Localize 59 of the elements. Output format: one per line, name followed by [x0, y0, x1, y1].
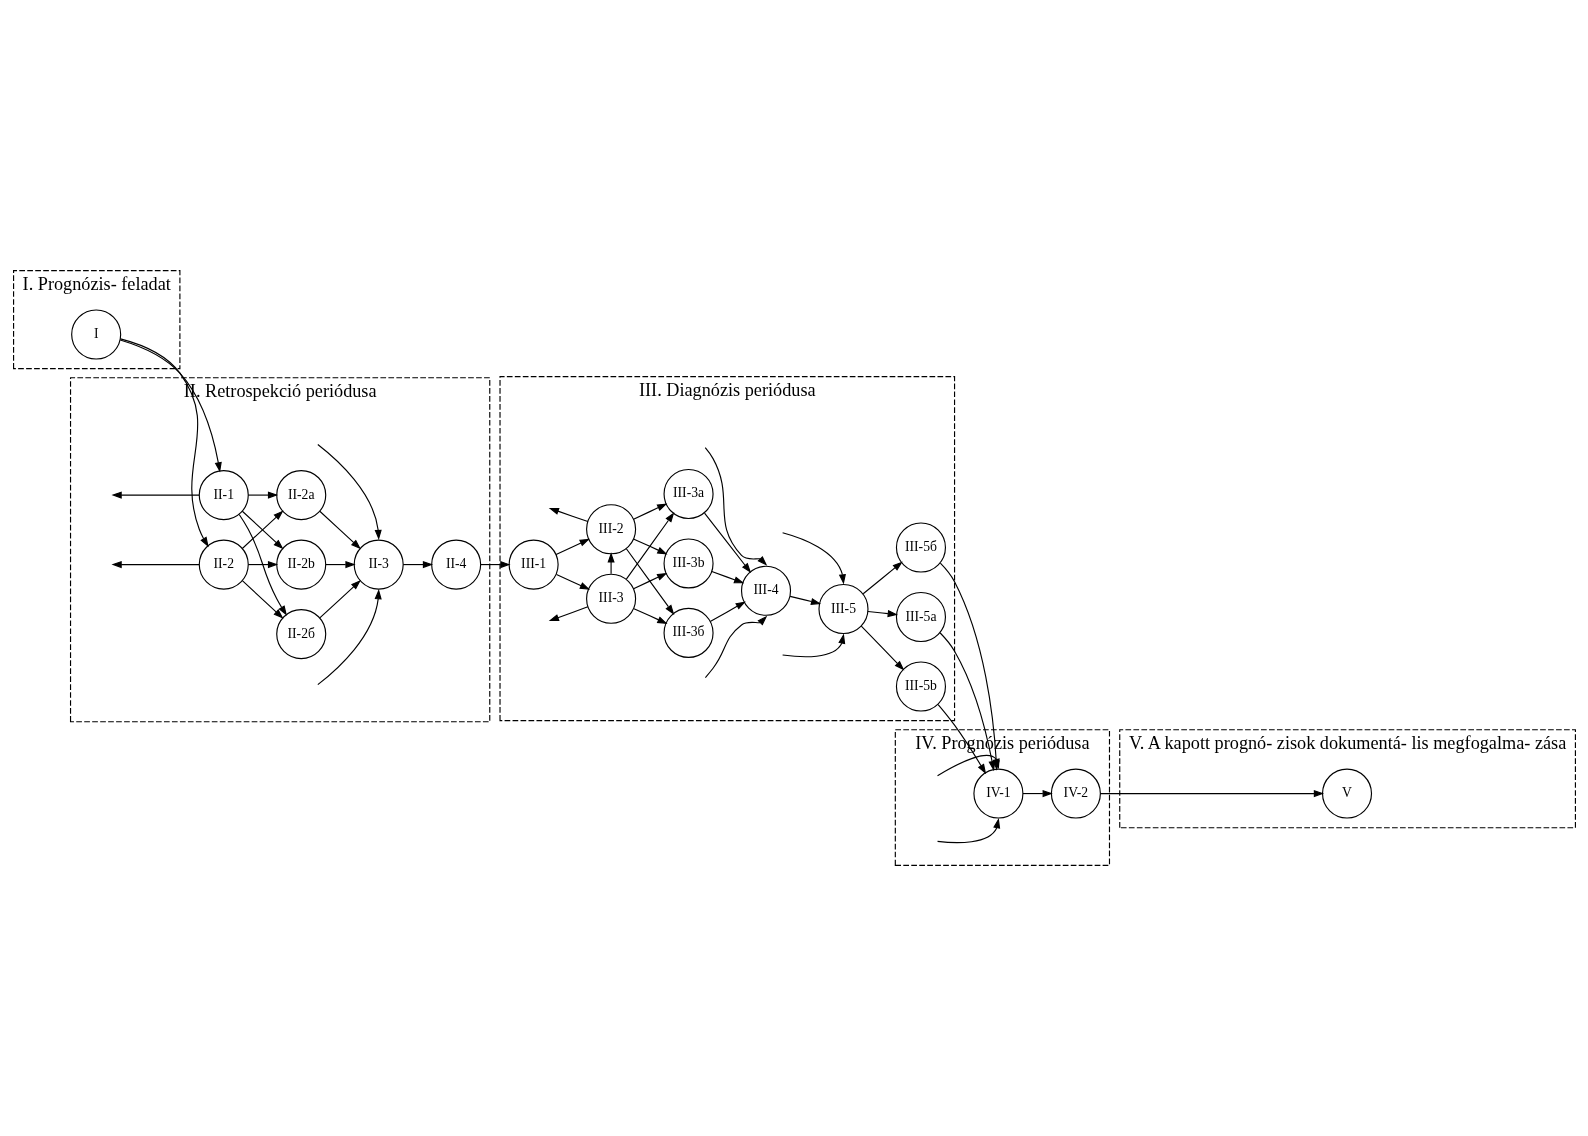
node-circle: IV-1	[972, 768, 1023, 819]
arrow	[632, 608, 668, 624]
arrow	[110, 491, 200, 499]
arrow	[402, 561, 433, 569]
node-circle: III-2	[585, 504, 636, 555]
node-circle: II-3	[353, 539, 404, 590]
arrow	[625, 548, 674, 615]
node-circle: I	[70, 309, 121, 360]
arrow	[862, 561, 903, 595]
arrow	[703, 512, 751, 574]
arrow	[789, 595, 821, 605]
arrow	[238, 513, 287, 616]
arrow	[866, 610, 898, 618]
arrow	[632, 538, 668, 555]
arrow	[548, 606, 588, 622]
arrow	[119, 338, 209, 548]
node-circle: IV-2	[1050, 768, 1101, 819]
node-circle: III-3б	[663, 607, 714, 658]
arrow	[781, 633, 845, 658]
arrow	[710, 570, 744, 584]
node-circle: III-4	[740, 565, 791, 616]
arrow	[318, 579, 361, 619]
arrow	[632, 503, 667, 520]
arrow	[316, 443, 382, 541]
arrow	[860, 625, 904, 671]
arrow	[479, 561, 511, 569]
arrow	[119, 339, 222, 473]
arrow	[548, 507, 588, 523]
arrow	[110, 561, 200, 569]
node-circle: III-3a	[663, 468, 714, 520]
node-circle: III-3	[585, 573, 636, 624]
arrow	[555, 538, 590, 556]
node-circle: V	[1321, 768, 1372, 819]
arrow	[316, 589, 382, 686]
node-circle: II-1	[198, 470, 249, 521]
arrow	[1021, 789, 1053, 798]
arrow	[318, 510, 361, 550]
node-circle: III-5	[817, 583, 869, 635]
arrow	[781, 532, 846, 585]
arrow	[704, 447, 767, 566]
arrow	[1099, 789, 1324, 798]
arrow	[632, 572, 667, 590]
arrow	[625, 512, 674, 580]
arrow	[607, 552, 615, 575]
arrow	[555, 573, 590, 590]
arrow	[241, 580, 283, 619]
arrow	[709, 601, 746, 622]
node-circle: III-5a	[895, 591, 946, 643]
node-circle: II-2	[198, 539, 249, 590]
arrow	[936, 818, 1000, 844]
arrow	[247, 561, 278, 569]
arrow	[247, 491, 278, 499]
node-circle: II-4	[430, 539, 481, 590]
node-circle: III-3b	[663, 538, 714, 589]
node-circle: III-1	[508, 539, 559, 590]
node-circle: III-5б	[895, 522, 946, 573]
arrow	[241, 510, 283, 550]
arrow	[704, 615, 767, 679]
arrow	[324, 561, 356, 569]
